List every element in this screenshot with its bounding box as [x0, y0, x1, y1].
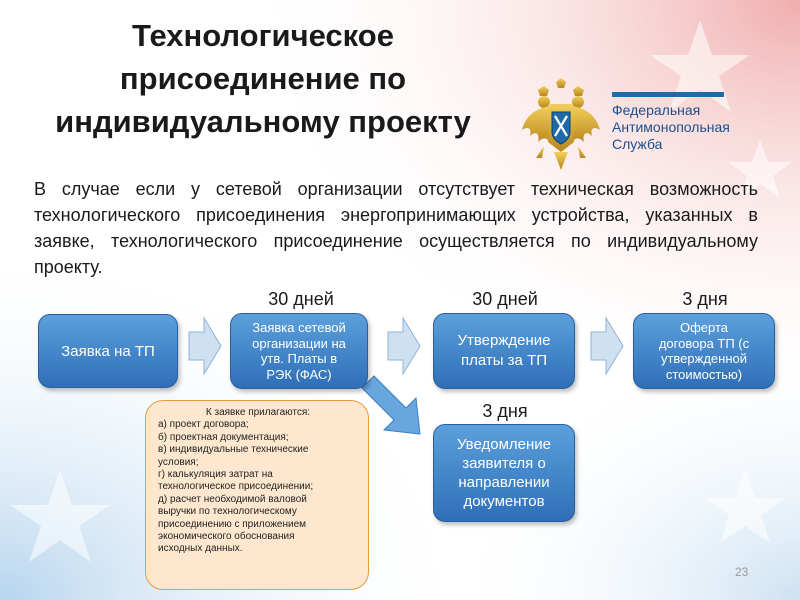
step-offer-box: Оферта договора ТП (с утвержденной стоим… — [633, 313, 775, 389]
duration-label-4: 3 дня — [482, 401, 528, 421]
title-line-1: Технологическое — [132, 18, 394, 53]
attachments-note-item: выручки по технологическому — [158, 506, 297, 518]
fas-logo: Федеральная Антимонопольная Служба — [520, 78, 760, 174]
attachments-note-item: г) калькуляция затрат на — [158, 469, 273, 481]
attachments-note-item: а) проект договора; — [158, 419, 249, 431]
step-grid-request-box: Заявка сетевой организации на утв. Платы… — [230, 313, 368, 389]
step-notification-line: направлении — [458, 474, 550, 491]
flow-arrow-right-icon — [188, 316, 222, 376]
attachments-note-item: д) расчет необходимой валовой — [158, 493, 307, 505]
flow-arrow-diagonal-icon — [361, 375, 421, 435]
step-grid-request-line: РЭК (ФАС) — [266, 366, 332, 382]
page-title: Технологическое присоединение по индивид… — [18, 14, 508, 143]
step-grid-request-line: утв. Платы в — [260, 351, 338, 366]
step-approval-line: Утверждение — [457, 332, 551, 349]
step-notification-line: заявителя о — [462, 455, 546, 472]
step-application-box: Заявка на ТП — [38, 314, 178, 388]
step-offer-line: договора ТП (с — [658, 335, 750, 351]
step-approval-line: платы за ТП — [460, 352, 548, 369]
attachments-note-item: условия; — [158, 456, 199, 468]
step-grid-request-line: организации на — [252, 335, 346, 351]
attachments-note-item: исходных данных. — [158, 543, 243, 555]
step-notification-box: Уведомление заявителя о направлении доку… — [433, 424, 575, 522]
intro-paragraph: В случае если у сетевой организации отсу… — [34, 179, 758, 277]
attachments-note-item: экономического обоснования — [158, 531, 295, 543]
step-offer-line: стоимостью) — [665, 366, 743, 382]
step-offer-line: Оферта — [679, 320, 729, 335]
page-number: 23 — [735, 565, 749, 579]
flow-arrow-right-icon — [590, 316, 624, 376]
duration-label-3: 3 дня — [682, 289, 728, 309]
logo-line-1: Федеральная — [612, 102, 701, 118]
step-notification-line: документов — [463, 493, 545, 510]
double-headed-eagle-emblem-icon — [522, 78, 600, 170]
duration-label-2: 30 дней — [472, 289, 538, 309]
attachments-note-item: в) индивидуальные технические — [158, 444, 309, 456]
attachments-note: К заявке прилагаются: а) проект договора… — [145, 400, 369, 590]
title-line-2: присоединение по — [119, 61, 407, 96]
attachments-note-item: б) проектная документация; — [158, 431, 289, 443]
attachments-note-heading: К заявке прилагаются: — [205, 407, 311, 418]
title-line-3: индивидуальному проекту — [55, 104, 471, 139]
step-approval-box: Утверждение платы за ТП — [433, 313, 575, 389]
step-grid-request-line: Заявка сетевой — [252, 320, 346, 335]
step-application-label: Заявка на ТП — [61, 342, 155, 360]
attachments-note-item: технологическое присоединении; — [158, 481, 314, 493]
logo-accent-bar — [612, 92, 724, 97]
logo-text: Федеральная Антимонопольная Служба — [612, 102, 730, 153]
attachments-note-item: присоединению с приложением — [158, 518, 307, 530]
step-offer-line: утвержденной — [660, 351, 748, 366]
logo-line-2: Антимонопольная — [612, 119, 730, 135]
logo-line-3: Служба — [612, 136, 663, 152]
step-notification-line: Уведомление — [456, 436, 551, 453]
flow-arrow-right-icon — [387, 316, 421, 376]
duration-label-1: 30 дней — [268, 289, 334, 309]
